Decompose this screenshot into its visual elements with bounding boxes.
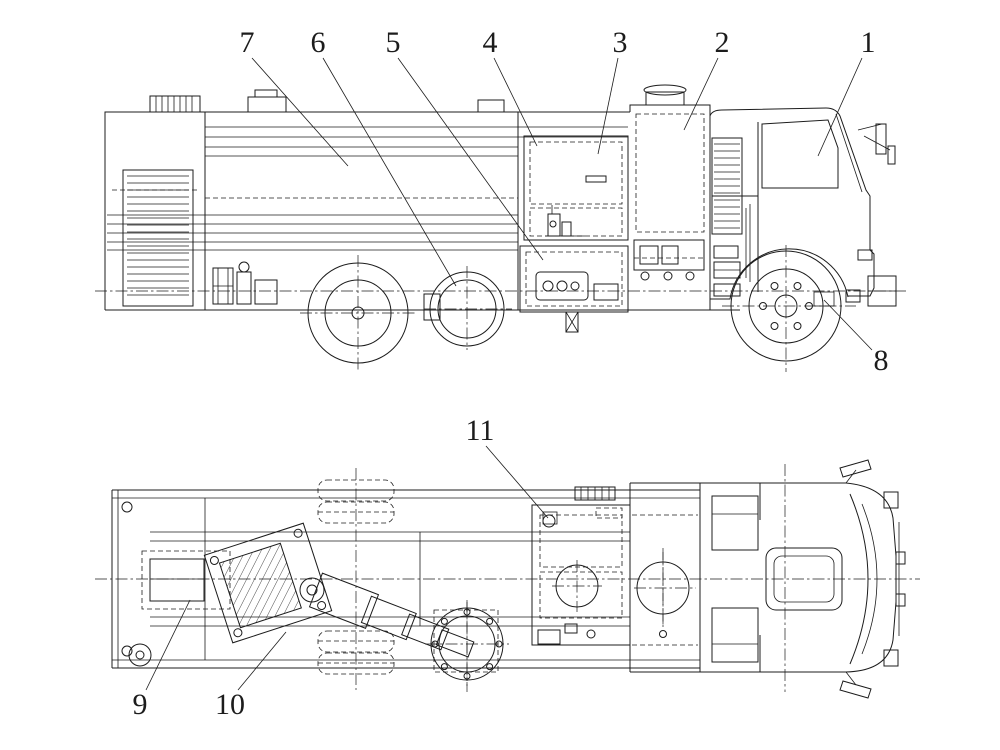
tank-filler-cap xyxy=(643,84,687,106)
callout-1: 1 xyxy=(817,26,876,157)
rear-module xyxy=(128,550,231,667)
callout-4: 4 xyxy=(483,26,538,147)
callout-6: 6 xyxy=(311,26,457,287)
monitor-pivot xyxy=(299,577,325,603)
callout-9: 9 xyxy=(133,599,191,721)
callout-label-3: 3 xyxy=(613,26,628,59)
callout-label-2: 2 xyxy=(715,26,730,59)
monitor-turntable xyxy=(203,522,333,644)
callout-11: 11 xyxy=(466,414,549,519)
callout-2: 2 xyxy=(683,26,730,131)
mirror-plan-top xyxy=(839,459,872,484)
callout-3: 3 xyxy=(597,26,628,155)
headlight xyxy=(857,249,873,261)
rear-wheel xyxy=(300,255,416,372)
callout-label-4: 4 xyxy=(483,26,498,59)
mirror xyxy=(857,123,896,165)
telescopic-boom xyxy=(308,572,475,658)
boom-flange xyxy=(425,602,509,686)
callout-label-1: 1 xyxy=(861,26,876,59)
seat-right xyxy=(711,607,759,663)
callout-10: 10 xyxy=(215,631,287,721)
body-outline xyxy=(104,104,740,311)
roof-hatches xyxy=(149,89,505,113)
tank-section xyxy=(633,113,705,281)
cab-plan xyxy=(699,459,906,699)
headlight-plan-bottom xyxy=(883,649,899,667)
side-view xyxy=(95,84,906,372)
callout-8: 8 xyxy=(823,299,889,377)
callout-label-5: 5 xyxy=(386,26,401,59)
front-bumper xyxy=(845,275,897,307)
plan-view xyxy=(95,459,920,699)
callout-5: 5 xyxy=(386,26,544,261)
seat-left xyxy=(711,495,759,551)
support-roller xyxy=(423,266,512,350)
mirror-plan-bottom xyxy=(839,671,872,699)
front-wheel xyxy=(722,245,856,372)
callout-label-10: 10 xyxy=(215,688,245,721)
callouts: 7 6 5 4 3 2 1 xyxy=(133,26,889,721)
callout-label-9: 9 xyxy=(133,688,148,721)
engine-cover xyxy=(765,547,843,611)
plan-body-outline xyxy=(111,489,700,669)
side-equipment xyxy=(212,261,278,305)
mid-equipment-bay xyxy=(531,486,631,646)
tank-bay-plan xyxy=(629,482,701,673)
cab-side xyxy=(709,107,897,307)
callout-label-6: 6 xyxy=(311,26,326,59)
rear-louver-panel xyxy=(122,169,194,307)
headlight-plan-top xyxy=(883,491,899,509)
callout-7: 7 xyxy=(240,26,349,167)
rear-wheels-plan xyxy=(317,479,395,675)
callout-label-8: 8 xyxy=(874,344,889,377)
callout-label-7: 7 xyxy=(240,26,255,59)
callout-label-11: 11 xyxy=(466,414,495,447)
pump-control-panel xyxy=(519,245,629,333)
equipment-cabinet xyxy=(523,135,629,241)
